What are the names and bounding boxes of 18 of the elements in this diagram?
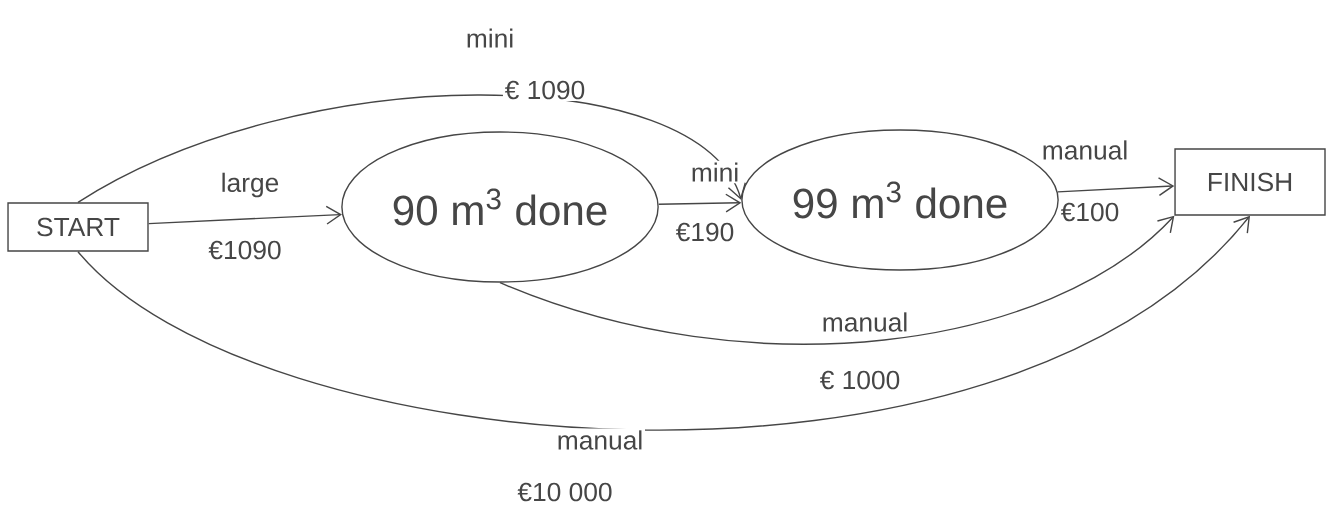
arrow [499,215,1175,345]
edge-label: manual [555,428,645,452]
cost-label: €1090 [206,238,284,262]
edge-label: large [218,170,282,200]
arrow [658,193,742,213]
cost-label: € 1000 [817,368,903,392]
cost-label: €190 [673,220,737,244]
edge-label: mini [689,160,741,184]
arrow [148,205,342,225]
cost-label: €10 000 [515,480,615,504]
cost-label: €100 [1058,200,1122,224]
cost-label: € 1090 [502,78,588,102]
arrow [1057,177,1175,197]
arrow [77,215,1250,431]
terminal-box: FINISH [1174,148,1326,216]
terminal-box: START [7,202,149,252]
edge-label: mini [464,26,516,50]
edge-label: manual [820,310,910,334]
